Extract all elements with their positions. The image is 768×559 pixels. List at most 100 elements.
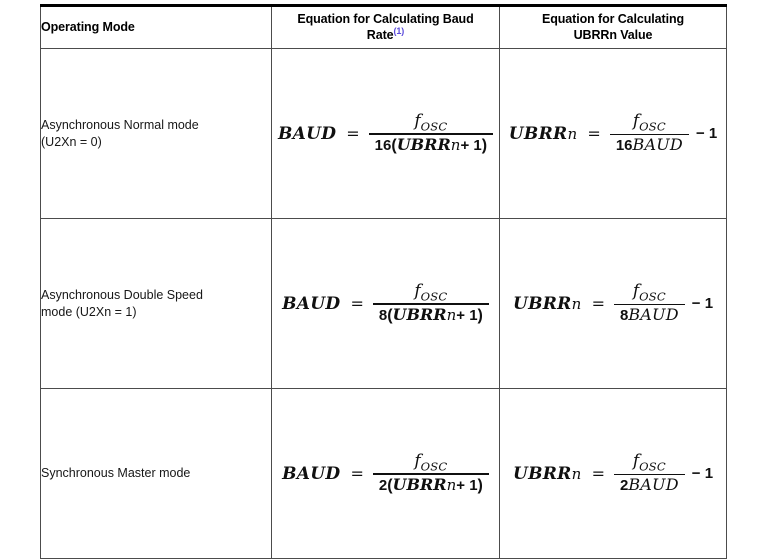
denominator-n: n — [447, 476, 457, 494]
equation-lhs: UBRRn — [513, 464, 582, 484]
table-row: Asynchronous Double Speed mode (U2Xn = 1… — [41, 219, 727, 389]
numerator-subscript: OSC — [421, 459, 448, 473]
equation-lhs: BAUD — [282, 464, 340, 484]
numerator-subscript: OSC — [639, 120, 666, 134]
fraction-numerator: fOSC — [623, 453, 676, 473]
ubrr-value-equation: UBRRn = fOSC 2BAUD − 1 — [513, 453, 713, 494]
column-header-baud-equation: Equation for Calculating Baud Rate(1) — [272, 6, 500, 49]
equation-lhs: UBRRn — [513, 294, 582, 314]
denominator-close-paren: ) — [482, 137, 487, 154]
column-header-ubrr-equation-line1: Equation for Calculating — [542, 12, 684, 26]
equals-sign: = — [587, 124, 600, 143]
baud-rate-equation: BAUD = fOSC 16(UBRRn+ 1) — [278, 113, 493, 155]
fraction-numerator: fOSC — [623, 113, 676, 133]
numerator-subscript: OSC — [639, 460, 666, 474]
fraction: fOSC 16BAUD — [610, 113, 689, 154]
fraction: fOSC 8(UBRRn+ 1) — [373, 283, 489, 325]
denominator-close-paren: ) — [478, 307, 483, 324]
denominator-plus-one: + 1 — [460, 137, 481, 154]
denominator-coefficient: 8 — [379, 307, 387, 324]
denominator-coefficient: 16 — [375, 137, 392, 154]
cell-baud-equation: BAUD = fOSC 2(UBRRn+ 1) — [272, 389, 500, 559]
column-header-ubrr-equation-line2: UBRRn Value — [574, 28, 653, 42]
ubrr-value-equation: UBRRn = fOSC 8BAUD − 1 — [513, 283, 713, 324]
fraction: fOSC 2(UBRRn+ 1) — [373, 453, 489, 495]
column-header-operating-mode: Operating Mode — [41, 6, 272, 49]
cell-operating-mode: Synchronous Master mode — [41, 389, 272, 559]
denominator-baud: BAUD — [628, 305, 678, 324]
cell-operating-mode: Asynchronous Normal mode (U2Xn = 0) — [41, 49, 272, 219]
equation-lhs-ubrr: UBRR — [513, 464, 572, 484]
equals-sign: = — [350, 464, 363, 483]
operating-mode-line2: (U2Xn = 0) — [41, 134, 271, 151]
equation-lhs-n: n — [572, 295, 582, 313]
operating-mode-line1: Asynchronous Double Speed — [41, 287, 271, 304]
numerator-subscript: OSC — [639, 290, 666, 304]
cell-operating-mode: Asynchronous Double Speed mode (U2Xn = 1… — [41, 219, 272, 389]
equation-lhs: UBRRn — [509, 124, 578, 144]
denominator-ubrr: UBRR — [397, 135, 451, 154]
equals-sign: = — [346, 124, 359, 143]
cell-ubrr-equation: UBRRn = fOSC 2BAUD − 1 — [500, 389, 727, 559]
cell-ubrr-equation: UBRRn = fOSC 16BAUD − 1 — [500, 49, 727, 219]
equals-sign: = — [592, 294, 605, 313]
cell-ubrr-equation: UBRRn = fOSC 8BAUD − 1 — [500, 219, 727, 389]
denominator-plus-one: + 1 — [456, 307, 477, 324]
baud-rate-equation: BAUD = fOSC 8(UBRRn+ 1) — [282, 283, 489, 325]
fraction: fOSC 16(UBRRn+ 1) — [369, 113, 493, 155]
column-header-baud-equation-line2: Rate — [367, 28, 394, 42]
operating-mode-line2: mode (U2Xn = 1) — [41, 304, 271, 321]
equation-lhs: BAUD — [282, 294, 340, 314]
fraction-numerator: fOSC — [404, 453, 457, 473]
fraction-denominator: 2(UBRRn+ 1) — [373, 475, 489, 495]
numerator-subscript: OSC — [421, 289, 448, 303]
fraction-numerator: fOSC — [623, 283, 676, 303]
column-header-operating-mode-label: Operating Mode — [41, 20, 135, 34]
equals-sign: = — [350, 294, 363, 313]
fraction-denominator: 16BAUD — [610, 135, 689, 154]
denominator-coefficient: 16 — [616, 137, 633, 154]
operating-mode-line1: Synchronous Master mode — [41, 465, 271, 482]
equation-minus-one: − 1 — [696, 125, 717, 142]
fraction-denominator: 8(UBRRn+ 1) — [373, 305, 489, 325]
equals-sign: = — [592, 464, 605, 483]
equation-lhs-n: n — [572, 465, 582, 483]
equation-lhs: BAUD — [278, 124, 336, 144]
baud-rate-equation: BAUD = fOSC 2(UBRRn+ 1) — [282, 453, 489, 495]
table-row: Asynchronous Normal mode (U2Xn = 0) BAUD… — [41, 49, 727, 219]
denominator-baud: BAUD — [628, 475, 678, 494]
numerator-subscript: OSC — [421, 119, 448, 133]
equation-lhs-n: n — [567, 125, 577, 143]
equation-lhs-ubrr: UBRR — [513, 294, 572, 314]
fraction: fOSC 8BAUD — [614, 283, 685, 324]
equation-minus-one: − 1 — [692, 465, 713, 482]
table-body: Asynchronous Normal mode (U2Xn = 0) BAUD… — [41, 49, 727, 559]
fraction-denominator: 8BAUD — [614, 305, 685, 324]
denominator-ubrr: UBRR — [393, 305, 447, 324]
fraction-denominator: 2BAUD — [614, 475, 685, 494]
denominator-baud: BAUD — [633, 135, 683, 154]
equation-minus-one: − 1 — [692, 295, 713, 312]
equation-lhs-ubrr: UBRR — [509, 124, 568, 144]
table-header-row: Operating Mode Equation for Calculating … — [41, 6, 727, 49]
operating-mode-line1: Asynchronous Normal mode — [41, 117, 271, 134]
ubrr-value-equation: UBRRn = fOSC 16BAUD − 1 — [509, 113, 717, 154]
column-header-ubrr-equation: Equation for Calculating UBRRn Value — [500, 6, 727, 49]
baud-rate-table: Operating Mode Equation for Calculating … — [40, 4, 727, 559]
fraction-numerator: fOSC — [404, 113, 457, 133]
denominator-close-paren: ) — [478, 477, 483, 494]
table-row: Synchronous Master mode BAUD = fOSC 2(UB… — [41, 389, 727, 559]
denominator-n: n — [447, 306, 457, 324]
cell-baud-equation: BAUD = fOSC 16(UBRRn+ 1) — [272, 49, 500, 219]
denominator-ubrr: UBRR — [393, 475, 447, 494]
cell-baud-equation: BAUD = fOSC 8(UBRRn+ 1) — [272, 219, 500, 389]
fraction-denominator: 16(UBRRn+ 1) — [369, 135, 493, 155]
footnote-reference-link[interactable]: (1) — [394, 25, 405, 35]
denominator-plus-one: + 1 — [456, 477, 477, 494]
column-header-baud-equation-line1: Equation for Calculating Baud — [297, 12, 473, 26]
denominator-n: n — [451, 136, 461, 154]
fraction-numerator: fOSC — [404, 283, 457, 303]
fraction: fOSC 2BAUD — [614, 453, 685, 494]
denominator-coefficient: 2 — [379, 477, 387, 494]
